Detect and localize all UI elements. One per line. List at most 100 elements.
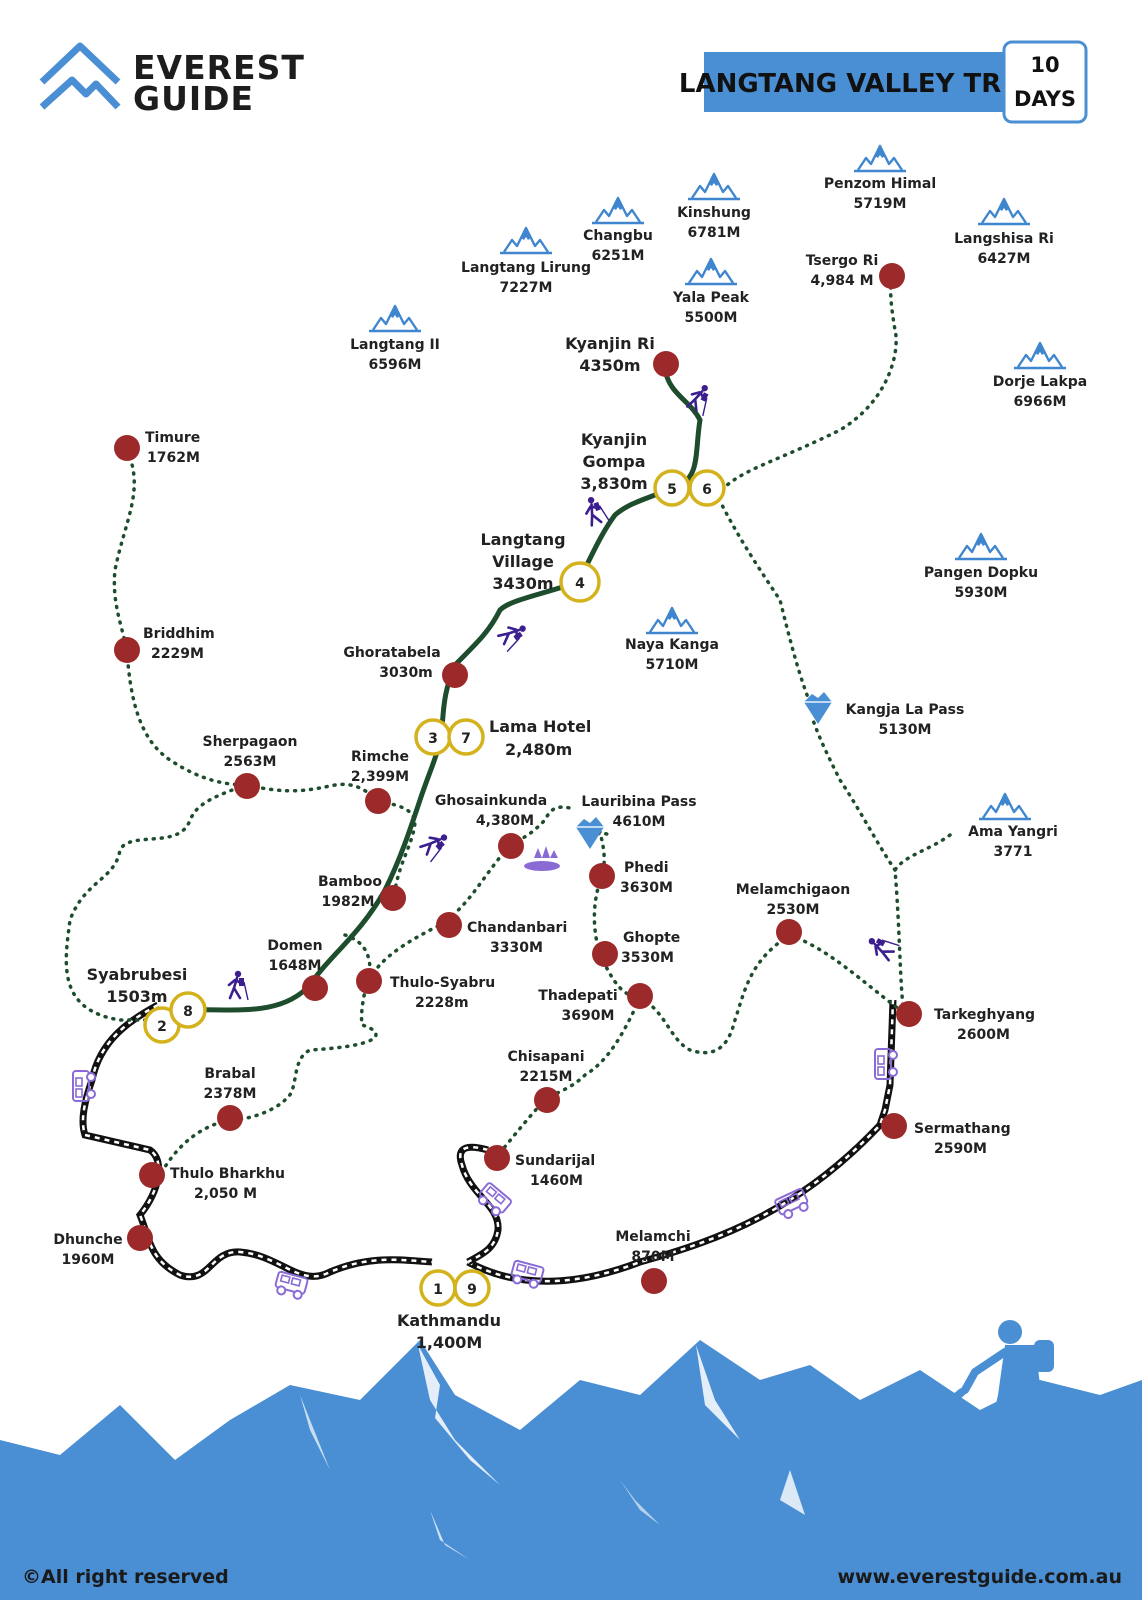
mountain-icon: [590, 196, 646, 225]
waypoint-marker[interactable]: [139, 1162, 165, 1188]
waypoint-marker[interactable]: [302, 975, 328, 1001]
place-name: Thadepati: [538, 988, 617, 1004]
place-altitude: 3030m: [379, 665, 433, 681]
waypoint-marker[interactable]: [879, 263, 905, 289]
day-marker[interactable]: [453, 1269, 491, 1307]
waypoint-phedi[interactable]: Phedi 3630M: [589, 860, 673, 896]
waypoint-kyanjin-ri[interactable]: Kyanjin Ri 4350m: [565, 334, 679, 377]
waypoint-kangja-la-pass[interactable]: Kangja La Pass 5130M: [846, 702, 965, 738]
waypoint-bamboo[interactable]: Bamboo 1982M: [318, 874, 406, 911]
waypoint-ghosainkunda[interactable]: Ghosainkunda 4,380M: [435, 793, 547, 859]
stop-lama-hotel[interactable]: 3 7 Lama Hotel 2,480m: [414, 717, 591, 759]
waypoint-briddhim[interactable]: Briddhim 2229M: [114, 626, 215, 663]
place-name: Melamchi: [615, 1229, 690, 1245]
peak-altitude: 6966M: [1014, 394, 1067, 410]
waypoints: Tsergo Ri 4,984 M Kyanjin Ri 4350m Timur…: [53, 253, 1035, 1294]
waypoint-melamchigaon[interactable]: Melamchigaon 2530M: [736, 882, 850, 945]
waypoint-marker[interactable]: [380, 885, 406, 911]
waypoint-marker[interactable]: [442, 662, 468, 688]
hiker-icon: [417, 827, 455, 864]
stop-name-line-2: Village: [492, 552, 554, 571]
place-altitude: 2530M: [767, 902, 820, 918]
waypoint-chandanbari[interactable]: Chandanbari 3330M: [436, 912, 567, 956]
stop-kathmandu[interactable]: 1 9 Kathmandu 1,400M: [397, 1269, 501, 1352]
place-altitude: 870M: [631, 1249, 674, 1265]
waypoint-melamchi[interactable]: Melamchi 870M: [615, 1229, 691, 1294]
waypoint-rimche[interactable]: Rimche 2,399M: [351, 749, 409, 814]
waypoint-sundarijal[interactable]: Sundarijal 1460M: [484, 1145, 595, 1189]
hiker-icon: [494, 618, 533, 654]
stop-name-line-2: Gompa: [582, 452, 645, 471]
place-name: Phedi: [624, 860, 669, 876]
waypoint-sermathang[interactable]: Sermathang 2590M: [881, 1113, 1011, 1157]
waypoint-marker[interactable]: [484, 1145, 510, 1171]
place-name: Ghopte: [623, 930, 680, 946]
mountain-icon: [1012, 341, 1068, 370]
waypoint-thadepati[interactable]: Thadepati 3690M: [538, 983, 653, 1024]
waypoint-tarkeghyang[interactable]: Tarkeghyang 2600M: [896, 1001, 1035, 1043]
waypoint-marker[interactable]: [127, 1225, 153, 1251]
days-unit: DAYS: [1014, 87, 1076, 111]
stop-langtang-village[interactable]: 4 Langtang Village 3430m: [480, 530, 601, 603]
waypoint-marker[interactable]: [896, 1001, 922, 1027]
waypoint-marker[interactable]: [776, 919, 802, 945]
peak-name: Dorje Lakpa: [993, 374, 1087, 390]
waypoint-marker[interactable]: [534, 1087, 560, 1113]
lake-icon: [524, 846, 560, 871]
place-altitude: 1648M: [269, 958, 322, 974]
day-number: 7: [461, 731, 471, 747]
waypoint-marker[interactable]: [217, 1105, 243, 1131]
day-marker[interactable]: [559, 561, 601, 603]
waypoint-marker[interactable]: [498, 833, 524, 859]
waypoint-marker[interactable]: [114, 637, 140, 663]
waypoint-chisapani[interactable]: Chisapani 2215M: [507, 1049, 585, 1113]
mountain-icon: [644, 606, 700, 635]
waypoint-ghoratabela[interactable]: Ghoratabela 3030m: [343, 645, 468, 688]
stop-syabrubesi[interactable]: 2 8 Syabrubesi 1503m: [87, 965, 207, 1044]
waypoint-thulo-syabru[interactable]: Thulo-Syabru 2228m: [356, 968, 495, 1011]
peak-name: Langshisa Ri: [954, 231, 1054, 247]
waypoint-tsergo-ri[interactable]: Tsergo Ri 4,984 M: [806, 253, 905, 289]
day-number: 8: [183, 1004, 193, 1020]
peak-dorje-lakpa: Dorje Lakpa 6966M: [993, 341, 1087, 410]
stop-kyanjin-gompa[interactable]: 5 6 Kyanjin Gompa 3,830m: [580, 430, 726, 507]
waypoint-marker[interactable]: [881, 1113, 907, 1139]
peak-markers: Penzom Himal 5719M Kinshung 6781M Changb…: [350, 144, 1087, 860]
peak-yala-peak: Yala Peak 5500M: [672, 257, 750, 326]
waypoint-marker[interactable]: [436, 912, 462, 938]
waypoint-brabal[interactable]: Brabal 2378M: [204, 1066, 257, 1131]
website-link[interactable]: www.everestguide.com.au: [838, 1566, 1123, 1588]
brand-line-1: EVEREST: [133, 48, 305, 87]
jeep-icon: [474, 1181, 514, 1220]
waypoint-marker[interactable]: [365, 788, 391, 814]
waypoint-marker[interactable]: [653, 351, 679, 377]
waypoint-sherpagaon[interactable]: Sherpagaon 2563M: [203, 734, 298, 799]
waypoint-thulo-bharkhu[interactable]: Thulo Bharkhu 2,050 M: [139, 1162, 285, 1202]
place-name: Brabal: [204, 1066, 255, 1082]
waypoint-domen[interactable]: Domen 1648M: [267, 938, 328, 1001]
waypoint-dhunche[interactable]: Dhunche 1960M: [53, 1225, 153, 1268]
waypoint-lauribina-pass[interactable]: Lauribina Pass 4610M: [581, 794, 696, 830]
waypoint-marker[interactable]: [592, 941, 618, 967]
mountain-icon: [683, 257, 739, 286]
waypoint-marker[interactable]: [589, 863, 615, 889]
day-marker[interactable]: [169, 991, 207, 1029]
footer: ©All right reserved www.everestguide.com…: [22, 1566, 1122, 1588]
waypoint-marker[interactable]: [114, 435, 140, 461]
mountain-icon: [367, 304, 423, 333]
waypoint-marker[interactable]: [356, 968, 382, 994]
day-stops: 5 6 Kyanjin Gompa 3,830m 4 Langtang Vill…: [87, 430, 726, 1352]
waypoint-ghopte[interactable]: Ghopte 3530M: [592, 930, 680, 967]
peak-altitude: 7227M: [500, 280, 553, 296]
brand-line-2: GUIDE: [133, 79, 254, 118]
waypoint-marker[interactable]: [641, 1268, 667, 1294]
waypoint-marker[interactable]: [234, 773, 260, 799]
waypoint-timure[interactable]: Timure 1762M: [114, 430, 200, 466]
day-marker[interactable]: [688, 469, 726, 507]
waypoint-marker[interactable]: [627, 983, 653, 1009]
stop-name-line-1: Kyanjin: [581, 430, 647, 449]
day-number: 6: [702, 482, 712, 498]
peak-changbu: Changbu 6251M: [583, 196, 653, 264]
day-marker[interactable]: [447, 718, 485, 756]
